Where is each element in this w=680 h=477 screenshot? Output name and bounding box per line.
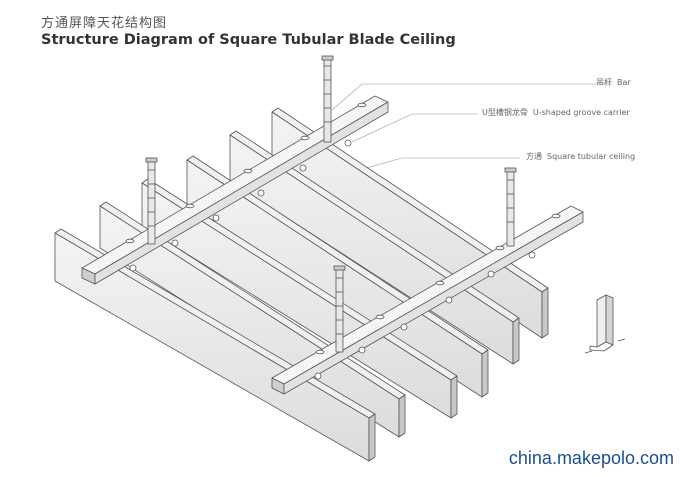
carrier-back xyxy=(81,95,389,285)
clips xyxy=(129,139,536,380)
carrier-front xyxy=(271,205,584,395)
hanger-bar xyxy=(145,157,158,245)
ceiling-blades xyxy=(54,107,549,462)
title-english: Structure Diagram of Square Tubular Blad… xyxy=(41,32,456,48)
hanger-bars xyxy=(145,55,517,353)
hanger-bar xyxy=(321,55,334,143)
title-chinese: 方通屏障天花结构图 xyxy=(41,16,168,31)
carrier-profile-detail xyxy=(584,294,626,354)
blade xyxy=(229,130,520,365)
hanger-bar xyxy=(504,167,517,247)
watermark: china.makepolo.com xyxy=(508,448,674,468)
hanger-bar xyxy=(333,265,346,353)
leader-lines xyxy=(331,83,612,173)
